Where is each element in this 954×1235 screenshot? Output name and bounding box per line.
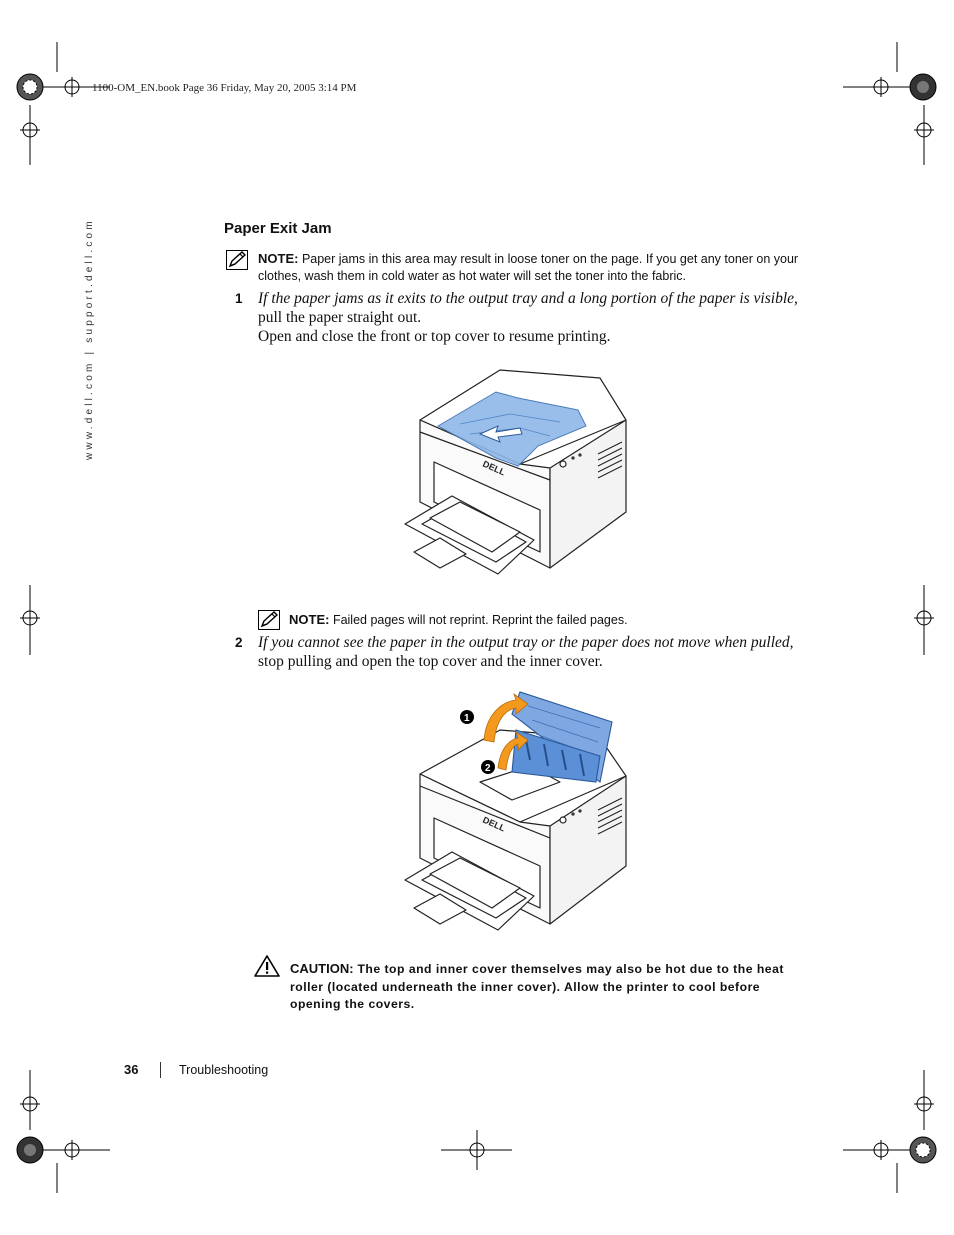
callout-1: 1 bbox=[464, 713, 470, 724]
note-paragraph: NOTE: Paper jams in this area may result… bbox=[258, 250, 808, 285]
footer-section-name: Troubleshooting bbox=[179, 1063, 269, 1077]
caution-warning-icon bbox=[254, 955, 280, 977]
note-body: Failed pages will not reprint. Reprint t… bbox=[332, 613, 628, 627]
page-number: 36 bbox=[124, 1062, 139, 1077]
pull-arrow-icon bbox=[478, 425, 523, 443]
pencil-icon bbox=[226, 250, 248, 270]
step-text: If the paper jams as it exits to the out… bbox=[258, 289, 818, 346]
step-condition: If you cannot see the paper in the outpu… bbox=[258, 634, 794, 651]
caution-paragraph: CAUTION: The top and inner cover themsel… bbox=[290, 960, 800, 1014]
step-number: 1 bbox=[235, 291, 243, 306]
printer-open-covers-figure: 1 2 DELL bbox=[404, 691, 627, 931]
note-label: NOTE: bbox=[289, 612, 330, 627]
side-url: www.dell.com | support.dell.com bbox=[84, 218, 95, 460]
printer-paper-jam-figure: DELL bbox=[404, 369, 627, 575]
step-text: If you cannot see the paper in the outpu… bbox=[258, 633, 818, 671]
step-action: stop pulling and open the top cover and … bbox=[258, 653, 603, 670]
callout-2: 2 bbox=[485, 763, 491, 774]
note-body: Paper jams in this area may result in lo… bbox=[258, 252, 799, 283]
inner-cover bbox=[511, 729, 601, 783]
caution-label: CAUTION: bbox=[290, 961, 354, 976]
step-followup: Open and close the front or top cover to… bbox=[258, 328, 611, 345]
note-label: NOTE: bbox=[258, 251, 299, 266]
note-paragraph: NOTE: Failed pages will not reprint. Rep… bbox=[289, 611, 809, 629]
print-header: 1100-OM_EN.book Page 36 Friday, May 20, … bbox=[92, 82, 357, 94]
step-condition: If the paper jams as it exits to the out… bbox=[258, 290, 798, 307]
open-arrow-icon bbox=[497, 731, 529, 771]
section-title: Paper Exit Jam bbox=[224, 220, 332, 237]
step-number: 2 bbox=[235, 635, 243, 650]
footer-divider bbox=[160, 1062, 161, 1078]
pencil-icon bbox=[258, 610, 280, 630]
step-action: pull the paper straight out. bbox=[258, 309, 422, 326]
open-arrow-icon bbox=[483, 692, 529, 743]
caution-body: The top and inner cover themselves may a… bbox=[290, 962, 784, 1011]
